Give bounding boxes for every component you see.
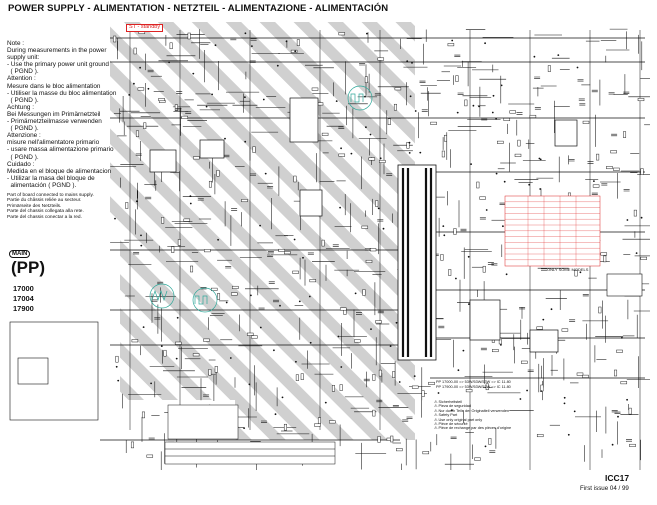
components — [113, 30, 647, 462]
pp-label: (PP) — [11, 258, 45, 277]
waveform-icon — [149, 85, 373, 313]
safety-warning-note: ⚠ Sicherheitsteil ⚠ Pieza de seguridad ⚠… — [434, 400, 512, 431]
main-transformer — [397, 164, 437, 361]
document-id: ICC17 — [605, 473, 630, 483]
model-list: 17000 17004 17900 — [13, 284, 34, 313]
voltage-table — [504, 195, 601, 267]
standby-sub-circuit — [9, 321, 99, 421]
model-table — [164, 404, 336, 465]
measurement-note: Note : During measurements in the power … — [7, 40, 117, 189]
mains-board-note: Part of board connected to mains supply.… — [7, 193, 94, 220]
efc-module — [606, 273, 643, 297]
main-badge: MAIN — [9, 250, 31, 258]
only-some-models-label: ONLY SOME MODELS — [547, 267, 589, 272]
page-title: POWER SUPPLY - ALIMENTATION - NETZTEIL -… — [8, 3, 389, 14]
issue-date: First issue 04 / 99 — [580, 485, 629, 492]
standby-tag: ST - standby — [126, 24, 164, 32]
pp-version-note: PP 17000-00 => 53W/53W/53W => IC 11.80 P… — [436, 380, 511, 389]
